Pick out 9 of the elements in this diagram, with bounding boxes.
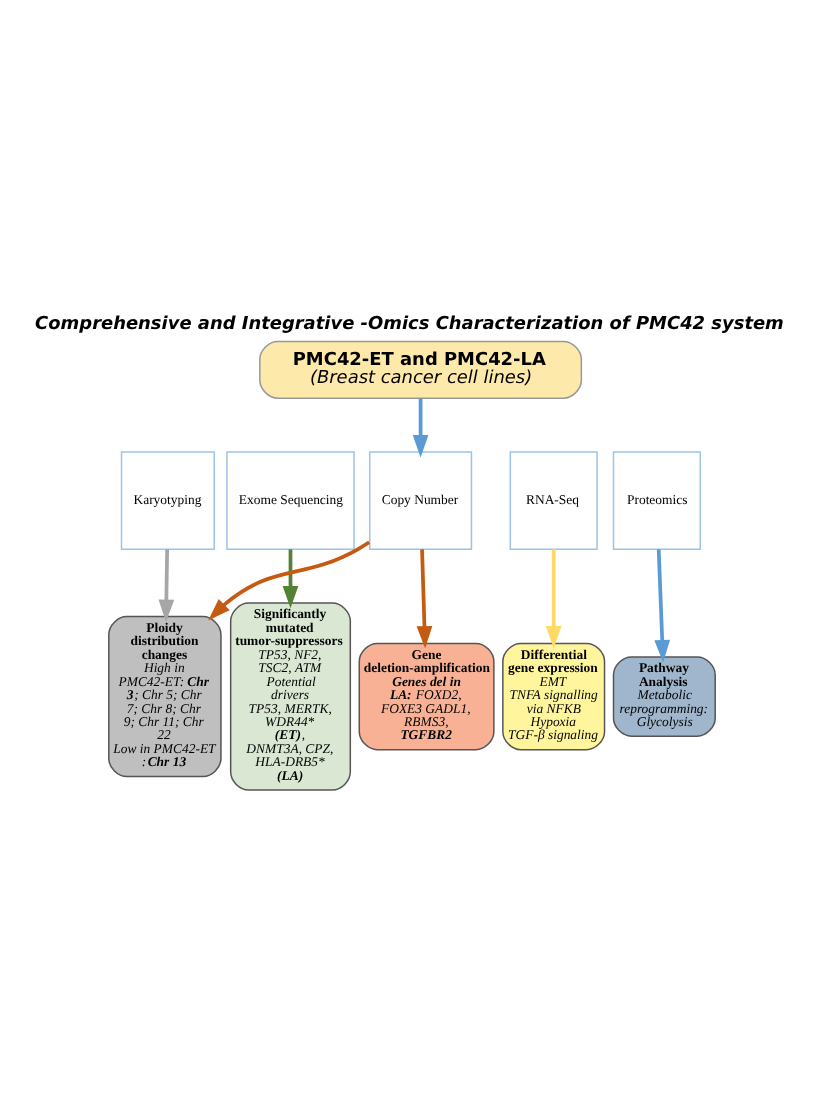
arrow (158, 549, 175, 623)
node-box: PMC42-ET and PMC42-LA (Breast cancer cell lines) (259, 340, 583, 399)
arrow (282, 549, 299, 609)
arrow (545, 549, 562, 649)
diagram-title: Comprehensive and Integrative -Omics Characterization of PMC42 system (35, 314, 784, 335)
arrow (412, 398, 429, 458)
arrow (416, 549, 433, 649)
arrow (654, 549, 671, 663)
arrow (208, 540, 371, 621)
